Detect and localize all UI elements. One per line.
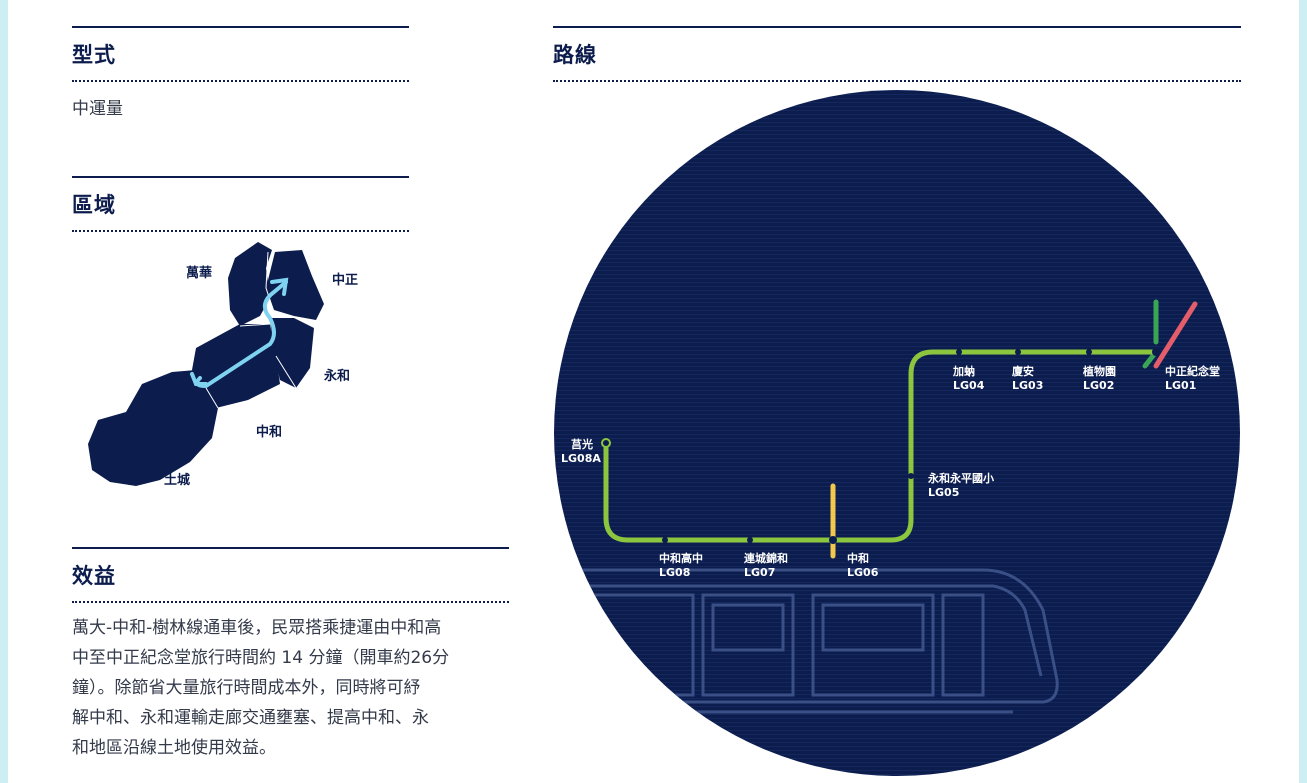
district-shape-zhongzheng (266, 250, 324, 320)
benefit-paragraph: 萬大-中和-樹林線通車後，民眾搭乘捷運由中和高 中至中正紀念堂旅行時間約 14 … (72, 613, 509, 763)
train-silhouette (573, 568, 1059, 714)
route-arrow-head-south (190, 372, 208, 386)
district-shape-tucheng (88, 370, 218, 486)
station-name-lg07: 連城錦和 (744, 551, 788, 565)
station-code-lg06: LG06 (847, 566, 879, 579)
station-code-lg08a: LG08A (561, 452, 601, 465)
transfer-line-red (1153, 301, 1198, 369)
station-code-lg01: LG01 (1165, 379, 1196, 392)
district-label-wanhua: 萬華 (186, 265, 212, 281)
station-name-lg08: 中和高中 (659, 551, 703, 565)
district-label-zhongzheng: 中正 (332, 272, 358, 288)
district-shape-wanhua (228, 242, 272, 326)
station-dot-lg02 (1086, 349, 1092, 355)
type-section-header: 型式 (72, 26, 409, 82)
station-code-lg05: LG05 (928, 486, 959, 499)
route-section: 路線 (553, 26, 1241, 82)
district-borders (205, 251, 297, 409)
district-label-yonghe: 永和 (323, 368, 350, 384)
benefit-line: 萬大-中和-樹林線通車後，民眾搭乘捷運由中和高 (72, 618, 442, 638)
station-name-lg03: 廈安 (1012, 364, 1034, 378)
benefit-section-title: 效益 (72, 564, 116, 588)
station-dot-lg07 (747, 537, 753, 543)
route-map: 莒光 LG08A 中和高中 LG08 連城錦和 LG07 中和 LG06 永和永… (554, 90, 1240, 776)
station-dot-lg03 (1015, 349, 1021, 355)
station-code-lg08: LG08 (659, 566, 690, 579)
area-section-title: 區域 (72, 193, 116, 217)
area-section-header: 區域 (72, 176, 409, 232)
type-section-title: 型式 (72, 43, 116, 67)
station-name-lg01: 中正紀念堂 (1165, 364, 1220, 378)
benefit-line: 中至中正紀念堂旅行時間約 14 分鐘（開車約26分 (72, 648, 450, 668)
station-dot-lg08 (662, 537, 668, 543)
station-code-lg03: LG03 (1012, 379, 1043, 392)
station-name-lg04: 加蚋 (952, 364, 975, 378)
district-shape-yonghe (270, 318, 314, 388)
route-map-disc (554, 90, 1240, 776)
area-section: 區域 (72, 176, 409, 232)
station-name-lg06: 中和 (847, 551, 869, 565)
district-label-tucheng: 土城 (164, 472, 190, 488)
benefit-line: 和地區沿線土地使用效益。 (72, 738, 276, 758)
benefit-line: 鐘）。除節省大量旅行時間成本外，同時將可紓 (72, 678, 421, 698)
route-section-header: 路線 (553, 26, 1241, 82)
station-dot-lg01 (1152, 348, 1160, 356)
route-section-title: 路線 (553, 43, 597, 67)
route-arrow-head-north (270, 277, 289, 296)
right-edge-strip (1299, 0, 1307, 783)
station-dot-lg06 (829, 536, 837, 544)
type-value: 中運量 (72, 99, 123, 119)
station-code-lg07: LG07 (744, 566, 775, 579)
station-name-lg05: 永和永平國小 (927, 471, 994, 485)
station-name-lg02: 植物園 (1082, 364, 1116, 378)
district-label-zhonghe: 中和 (256, 424, 282, 440)
station-dot-lg08a (601, 438, 611, 448)
left-edge-strip (0, 0, 8, 783)
benefit-section-header: 效益 (72, 547, 509, 603)
type-section: 型式 中運量 (72, 26, 409, 119)
station-name-lg08a: 莒光 (571, 437, 593, 451)
station-dot-lg04 (956, 349, 962, 355)
benefit-line: 解中和、永和運輸走廊交通壅塞、提高中和、永 (72, 708, 429, 728)
wanda-line-path (603, 349, 1159, 543)
station-code-lg04: LG04 (953, 379, 985, 392)
benefit-section: 效益 萬大-中和-樹林線通車後，民眾搭乘捷運由中和高 中至中正紀念堂旅行時間約 … (72, 547, 509, 763)
district-map: 萬華 中正 永和 中和 土城 (88, 242, 358, 488)
station-dot-lg05 (908, 473, 914, 479)
station-code-lg02: LG02 (1083, 379, 1114, 392)
